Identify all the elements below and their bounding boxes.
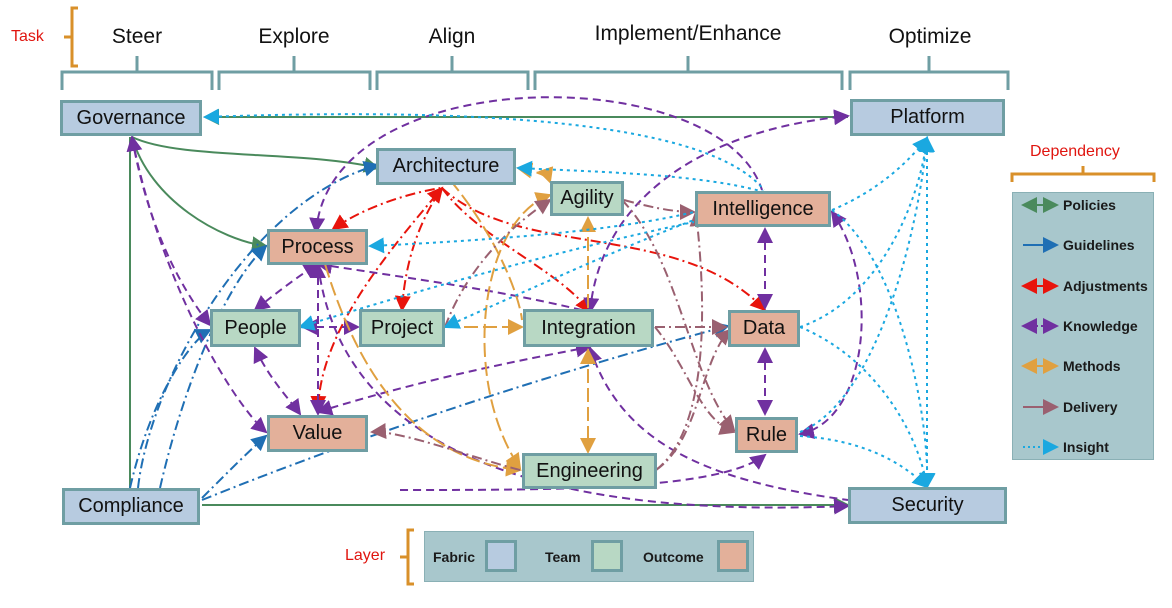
legend-label: Insight [1063, 439, 1109, 455]
task-bracket [64, 6, 78, 68]
node-data: Data [728, 310, 800, 347]
layer-label: Outcome [643, 549, 704, 565]
methods-arrow-icon [1021, 358, 1059, 374]
node-value: Value [267, 415, 368, 452]
delivery-edges [370, 198, 736, 471]
node-architecture: Architecture [376, 148, 516, 185]
outcome-swatch [717, 540, 749, 572]
legend-insight: Insight [1013, 435, 1155, 459]
legend-delivery: Delivery [1013, 395, 1155, 419]
stage-explore: Explore [258, 25, 330, 48]
node-people: People [210, 309, 301, 347]
stage-brackets [60, 56, 1010, 90]
legend-methods: Methods [1013, 354, 1155, 378]
node-rule: Rule [735, 417, 798, 453]
dependency-bracket [1010, 166, 1156, 182]
node-process: Process [267, 229, 368, 265]
layer-bracket [400, 528, 414, 586]
node-engineering: Engineering [522, 453, 657, 489]
legend-label: Adjustments [1063, 278, 1148, 294]
legend-label: Delivery [1063, 399, 1118, 415]
node-integration: Integration [523, 309, 654, 347]
node-agility: Agility [550, 181, 624, 216]
legend-guidelines: Guidelines [1013, 233, 1155, 257]
legend-label: Knowledge [1063, 318, 1138, 334]
layer-label: Team [545, 549, 581, 565]
knowledge-edges [126, 96, 863, 515]
node-security: Security [848, 487, 1007, 524]
delivery-arrow-icon [1023, 399, 1059, 415]
legend-label: Methods [1063, 358, 1121, 374]
layer-label: Fabric [433, 549, 476, 565]
guidelines-arrow-icon [1023, 237, 1059, 253]
legend-knowledge: Knowledge [1013, 314, 1155, 338]
adjustments-arrow-icon [1021, 278, 1059, 294]
stage-steer: Steer [111, 25, 163, 48]
node-project: Project [359, 309, 445, 347]
node-intelligence: Intelligence [695, 191, 831, 227]
layer-legend: Fabric Team Outcome [424, 531, 754, 582]
layer-title: Layer [345, 547, 386, 564]
layer-outcome: Outcome [643, 540, 753, 574]
stage-optimize: Optimize [888, 25, 972, 48]
layer-fabric: Fabric [433, 540, 523, 574]
node-compliance: Compliance [62, 488, 200, 525]
stage-align: Align [428, 25, 476, 48]
knowledge-arrow-icon [1021, 318, 1059, 334]
legend-policies: Policies [1013, 193, 1155, 217]
policies-arrow-icon [1021, 197, 1059, 213]
legend-label: Policies [1063, 197, 1116, 213]
stage-implement-enhance: Implement/Enhance [594, 22, 782, 45]
dependency-title: Dependency [1030, 143, 1120, 160]
layer-team: Team [545, 540, 635, 574]
insight-arrow-icon [1023, 439, 1059, 455]
task-label: Task [11, 28, 44, 45]
legend-label: Guidelines [1063, 237, 1135, 253]
node-governance: Governance [60, 100, 202, 136]
node-platform: Platform [850, 99, 1005, 136]
dependency-legend: Policies Guidelines Adjustments Knowledg… [1012, 192, 1154, 460]
legend-adjustments: Adjustments [1013, 274, 1155, 298]
team-swatch [591, 540, 623, 572]
insight-edges [203, 108, 936, 489]
fabric-swatch [485, 540, 517, 572]
